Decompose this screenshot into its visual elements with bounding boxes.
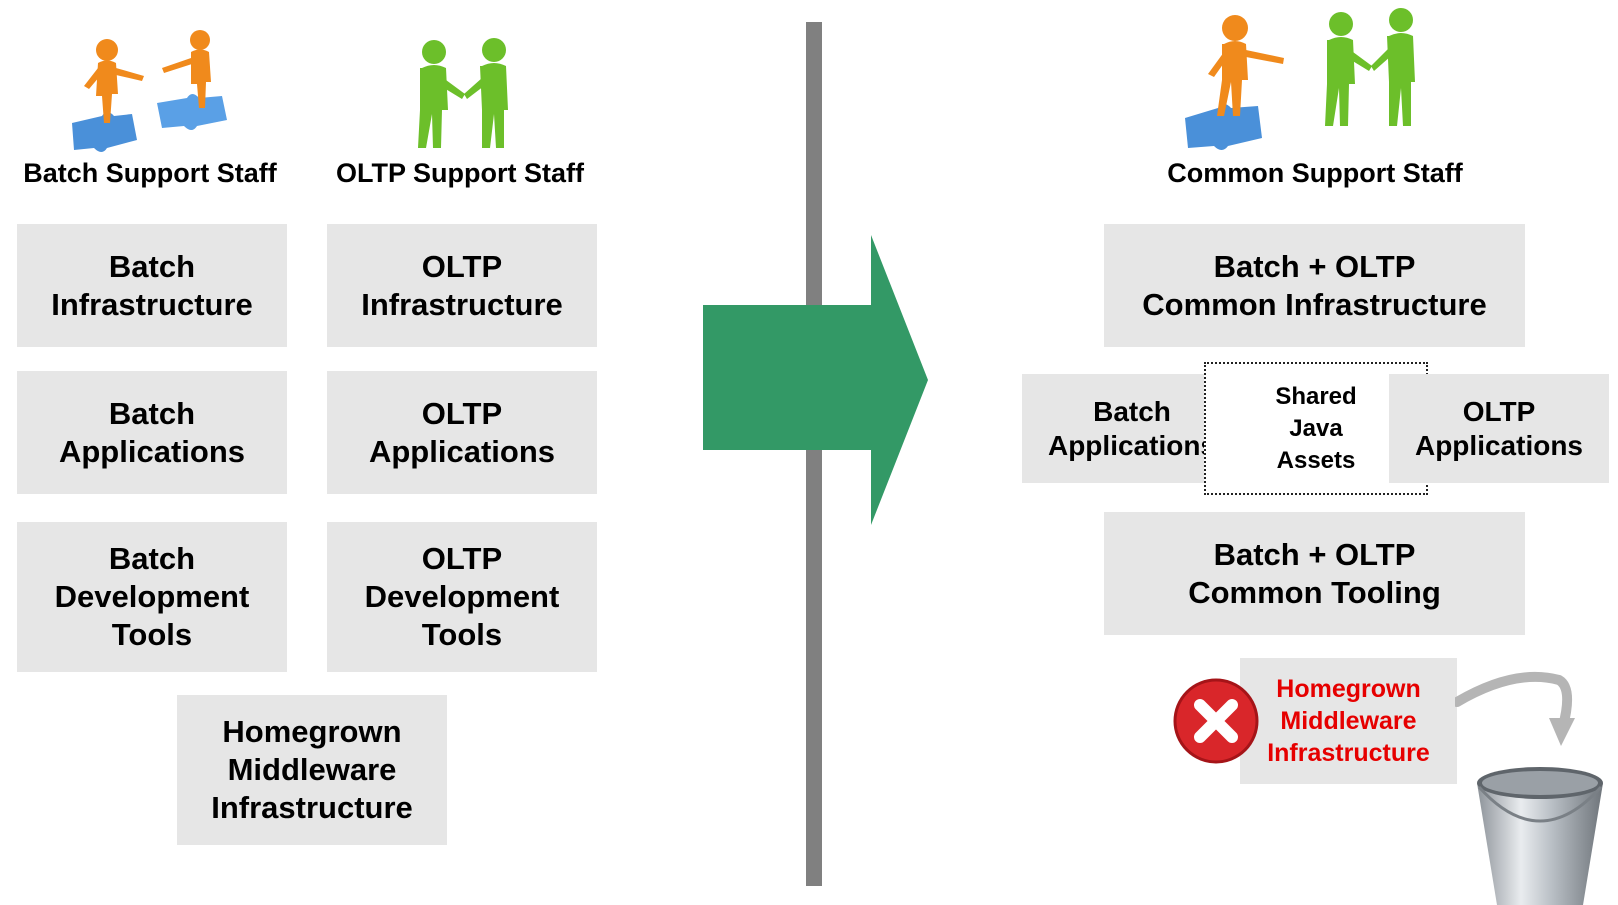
- batch-support-staff-label: Batch Support Staff: [23, 158, 277, 188]
- common-infrastructure-box: Batch + OLTP Common Infrastructure: [1104, 224, 1525, 347]
- homegrown-middleware-box: Homegrown Middleware Infrastructure: [177, 695, 447, 845]
- transition-arrow-icon: [703, 235, 928, 525]
- divider-line: [806, 22, 822, 886]
- handshake-icon: [1325, 8, 1415, 126]
- oltp-applications-box: OLTP Applications: [327, 371, 597, 494]
- bucket-icon: [1477, 767, 1603, 905]
- batch-infrastructure-box: Batch Infrastructure: [17, 224, 287, 347]
- people-on-puzzle-icon: [72, 30, 227, 152]
- batch-development-tools-box: Batch Development Tools: [17, 522, 287, 672]
- people-on-puzzle-icon: [1185, 15, 1284, 150]
- oltp-support-staff-label: OLTP Support Staff: [336, 158, 584, 188]
- right-oltp-applications-box: OLTP Applications: [1389, 374, 1609, 483]
- common-tooling-box: Batch + OLTP Common Tooling: [1104, 512, 1525, 635]
- oltp-infrastructure-box: OLTP Infrastructure: [327, 224, 597, 347]
- handshake-icon: [418, 38, 508, 148]
- batch-applications-box: Batch Applications: [17, 371, 287, 494]
- oltp-development-tools-box: OLTP Development Tools: [327, 522, 597, 672]
- curved-arrow-icon: [1455, 671, 1575, 746]
- common-support-staff-label: Common Support Staff: [1167, 158, 1463, 188]
- delete-x-icon: [1173, 678, 1259, 764]
- homegrown-removed-box: Homegrown Middleware Infrastructure: [1240, 658, 1457, 784]
